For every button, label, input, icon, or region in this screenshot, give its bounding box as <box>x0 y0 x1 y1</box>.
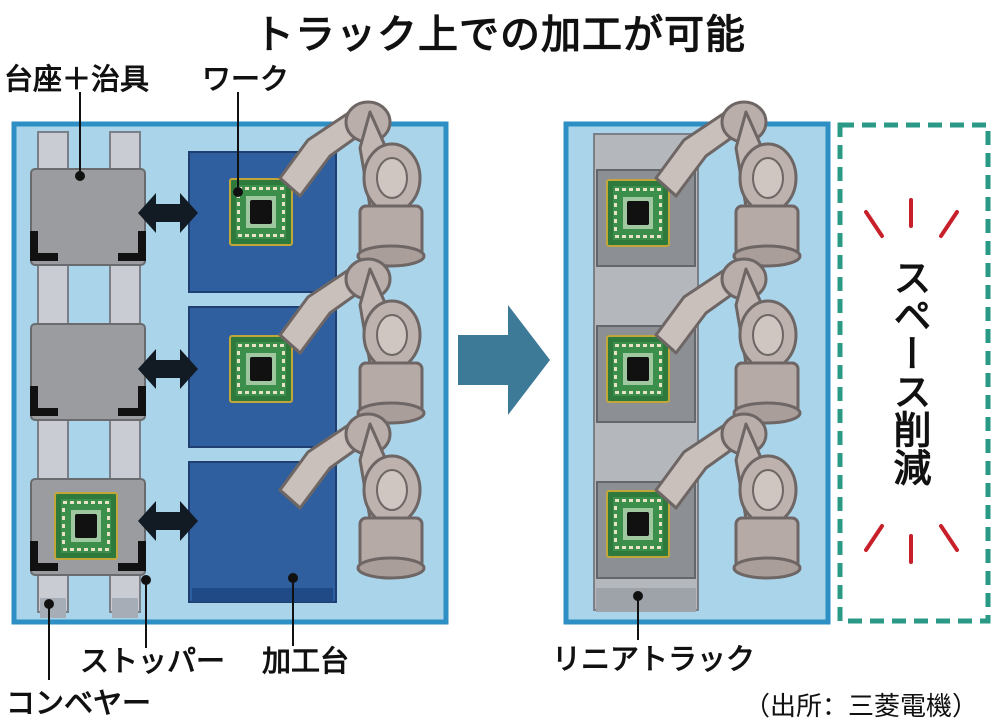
workpiece-chip <box>229 335 293 403</box>
label-conveyor: コンベヤー <box>6 686 152 720</box>
workpiece-chip <box>606 335 670 403</box>
label-stopper: ストッパー <box>80 644 226 678</box>
workpiece-chip <box>606 179 670 247</box>
label-workpiece: ワーク <box>202 62 290 96</box>
base-jig <box>29 168 147 266</box>
workpiece-chip <box>54 492 118 560</box>
label-processing-table: 加工台 <box>262 644 350 678</box>
right-arrow-icon <box>458 305 550 415</box>
label-linear-track: リニアトラック <box>552 642 756 676</box>
workpiece-chip <box>606 490 670 558</box>
right-panel <box>563 100 831 625</box>
source-credit: （出所：三菱電機） <box>743 692 978 722</box>
label-space-saving: スペース削減 <box>887 258 931 486</box>
diagram-title: トラック上での加工が可能 <box>254 12 746 58</box>
saved-space-box <box>837 122 991 624</box>
base-jig <box>29 323 147 421</box>
label-base-jig: 台座＋治具 <box>4 62 150 96</box>
emphasis-burst <box>864 198 959 564</box>
left-panel <box>11 100 449 625</box>
